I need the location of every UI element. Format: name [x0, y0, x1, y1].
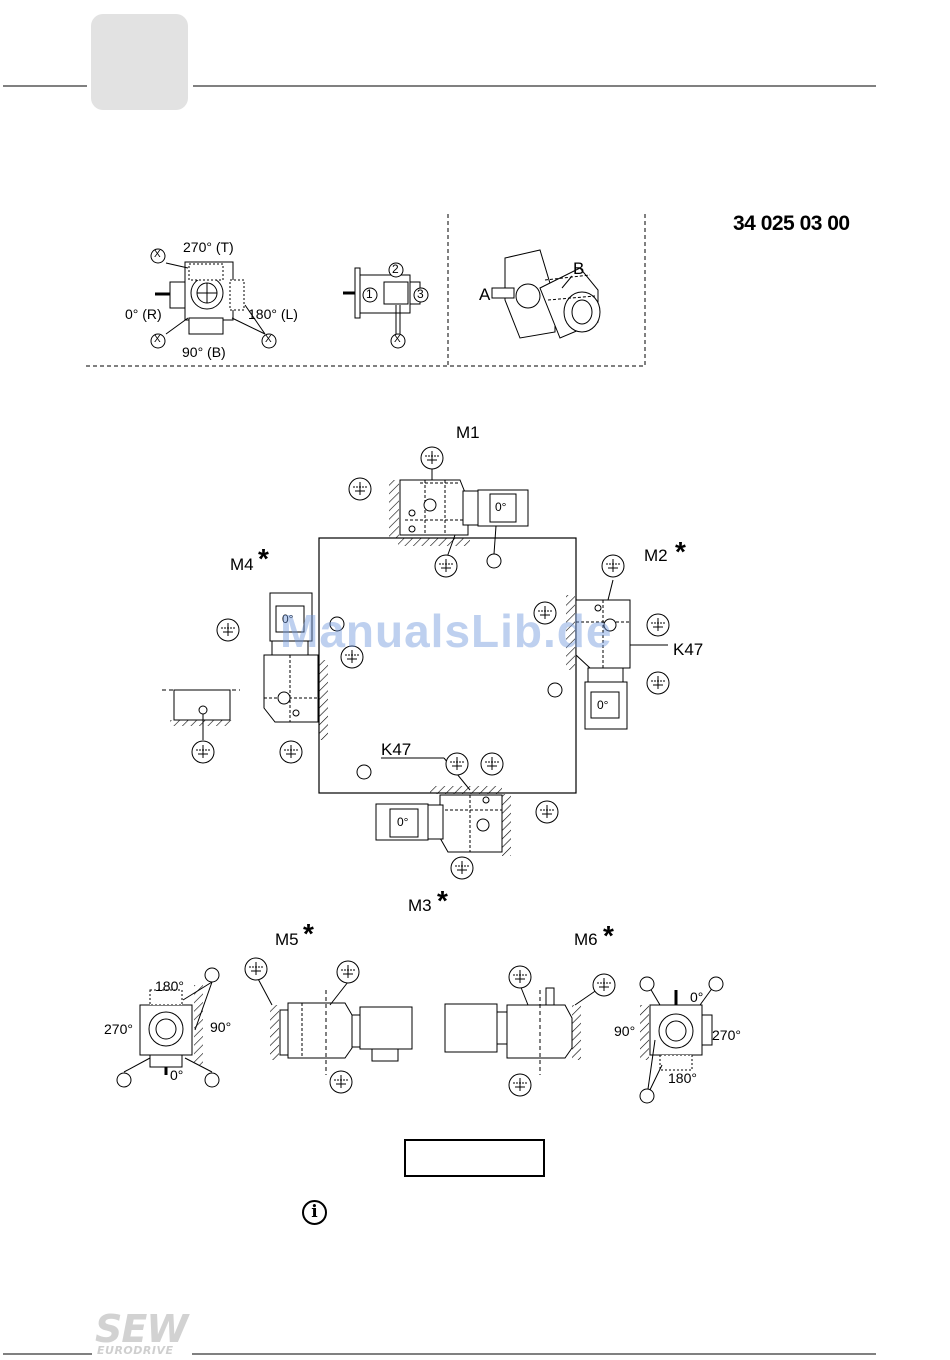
- m6-angle-right: 270°: [712, 1027, 741, 1043]
- document-code: 34 025 03 00: [733, 212, 850, 236]
- m5-angle-left: 270°: [104, 1021, 133, 1037]
- m5-angle-right: 90°: [210, 1019, 231, 1035]
- shaft-label-b: B: [573, 259, 584, 279]
- m6-star: *: [603, 920, 614, 952]
- m3-star: *: [437, 885, 448, 917]
- motor-angle-m1: 0°: [495, 500, 506, 514]
- angle-label-0-r: 0° (R): [125, 306, 162, 322]
- motor-angle-m3: 0°: [397, 815, 408, 829]
- size-label-m3: K47: [381, 740, 411, 760]
- m5-angle-top: 180°: [155, 978, 184, 994]
- position-label-m6: M6: [574, 930, 598, 950]
- m5-star: *: [303, 918, 314, 950]
- angle-label-180-l: 180° (L): [248, 306, 298, 322]
- cable-entry-figure: [343, 263, 428, 348]
- side-label-3: 3: [417, 287, 424, 301]
- position-label-m1: M1: [456, 423, 480, 443]
- angle-label-90-b: 90° (B): [182, 344, 226, 360]
- side-label-2: 2: [392, 262, 399, 276]
- marker-x: X: [154, 249, 161, 260]
- position-label-m4: M4: [230, 555, 254, 575]
- position-label-m5: M5: [275, 930, 299, 950]
- side-label-1: 1: [366, 287, 373, 301]
- m4-star: *: [258, 543, 269, 575]
- m6-angle-top: 0°: [690, 989, 703, 1005]
- sew-logo: SEW: [95, 1310, 187, 1348]
- note-box: [404, 1139, 545, 1177]
- m3-gear-unit: [357, 753, 558, 879]
- marker-x: X: [154, 334, 161, 345]
- watermark: ManualsLib.de: [280, 604, 612, 658]
- m5-angle-bottom: 0°: [170, 1067, 183, 1083]
- shaft-label-a: A: [479, 285, 490, 305]
- m6-angle-bottom: 180°: [668, 1070, 697, 1086]
- m6-angle-left: 90°: [614, 1023, 635, 1039]
- motor-angle-m2: 0°: [597, 698, 608, 712]
- eurodrive-logo-text: EURODRIVE: [97, 1344, 174, 1357]
- marker-x: X: [265, 334, 272, 345]
- info-icon: i: [302, 1200, 327, 1225]
- size-label-m2: K47: [673, 640, 703, 660]
- terminal-box-position-figure: [151, 249, 276, 348]
- position-label-m2: M2: [644, 546, 668, 566]
- position-label-m3: M3: [408, 896, 432, 916]
- angle-label-270-t: 270° (T): [183, 239, 234, 255]
- marker-x: X: [394, 334, 401, 345]
- m2-star: *: [675, 536, 686, 568]
